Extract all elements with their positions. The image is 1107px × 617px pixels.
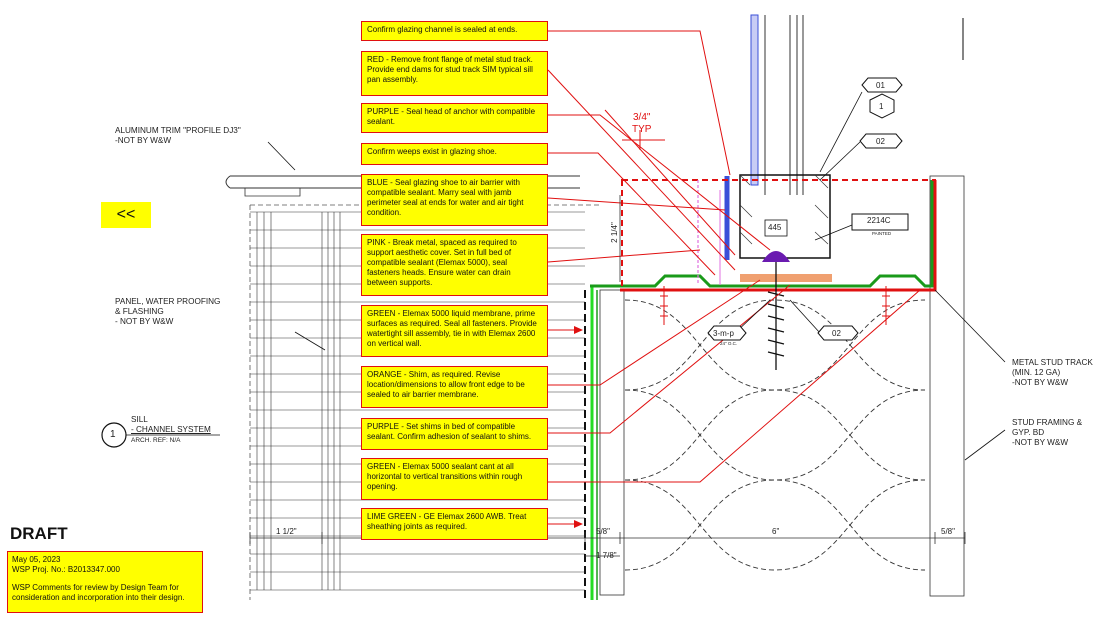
dim-5-8-left: 5/8" bbox=[596, 527, 610, 536]
draft-comment: WSP Comments for review by Design Team f… bbox=[12, 583, 185, 602]
dim-vertical: 2 1/4" bbox=[609, 222, 619, 243]
tag-01: 01 bbox=[876, 81, 885, 90]
note-weeps: Confirm weeps exist in glazing shoe. bbox=[361, 143, 548, 165]
stud-framing-loops bbox=[624, 299, 926, 571]
detail-ref: ARCH. REF: N/A bbox=[131, 437, 181, 444]
tag-anchor-spacing: 24" O.C. bbox=[720, 341, 738, 346]
detail-number: 1 bbox=[110, 429, 116, 440]
note-leaders bbox=[547, 30, 921, 525]
red-dashed-box bbox=[621, 179, 936, 291]
draft-stamp: May 05, 2023 WSP Proj. No.: B2013347.000… bbox=[7, 551, 203, 613]
note-pink-break-metal: PINK - Break metal, spaced as required t… bbox=[361, 234, 548, 296]
detail-title: SILL bbox=[131, 415, 148, 424]
note-green-membrane: GREEN - Elemax 5000 liquid membrane, pri… bbox=[361, 305, 548, 357]
note-purple-anchor: PURPLE - Seal head of anchor with compat… bbox=[361, 103, 548, 133]
dim-1-1-2: 1 1/2" bbox=[276, 527, 297, 536]
tag-02-bottom: 02 bbox=[832, 329, 841, 338]
glazing-shoe bbox=[739, 174, 831, 259]
note-green-sealant-cant: GREEN - Elemax 5000 sealant cant at all … bbox=[361, 458, 548, 500]
label-stud-framing: STUD FRAMING & GYP. BD -NOT BY W&W bbox=[1012, 418, 1083, 447]
tag-shapes bbox=[707, 77, 909, 341]
draft-date: May 05, 2023 bbox=[12, 555, 61, 564]
detail-subtitle: - CHANNEL SYSTEM bbox=[131, 425, 211, 434]
orange-shim bbox=[740, 274, 832, 282]
label-aluminum-trim: ALUMINUM TRIM "PROFILE DJ3" -NOT BY W&W bbox=[115, 126, 241, 145]
purple-anchor-seal bbox=[762, 251, 790, 262]
note-lime-green-awb: LIME GREEN - GE Elemax 2600 AWB. Treat s… bbox=[361, 508, 548, 540]
note-glazing-channel: Confirm glazing channel is sealed at end… bbox=[361, 21, 548, 41]
note-blue-seal: BLUE - Seal glazing shoe to air barrier … bbox=[361, 174, 548, 226]
green-membrane bbox=[590, 180, 934, 288]
draft-project-number: WSP Proj. No.: B2013347.000 bbox=[12, 565, 120, 574]
note-orange-shim: ORANGE - Shim, as required. Revise locat… bbox=[361, 366, 548, 408]
dim-6: 6" bbox=[772, 527, 780, 536]
label-panel: PANEL, WATER PROOFING & FLASHING - NOT B… bbox=[115, 297, 221, 326]
tag-1: 1 bbox=[879, 102, 884, 111]
label-metal-stud-track: METAL STUD TRACK (MIN. 12 GA) -NOT BY W&… bbox=[1012, 358, 1093, 387]
label-leaders bbox=[267, 91, 1006, 461]
tag-anchor: 3-m-p bbox=[713, 329, 734, 338]
anchor-screw bbox=[767, 262, 785, 370]
tag-02-top: 02 bbox=[876, 137, 885, 146]
glazing-blue bbox=[750, 14, 759, 186]
dim-typ-value: 3/4" bbox=[633, 112, 651, 123]
draft-title: DRAFT bbox=[10, 524, 68, 543]
back-button[interactable]: << bbox=[101, 202, 151, 228]
note-red-stud-track: RED - Remove front flange of metal stud … bbox=[361, 51, 548, 96]
note-purple-shims: PURPLE - Set shims in bed of compatible … bbox=[361, 418, 548, 450]
dim-5-8-right: 5/8" bbox=[941, 527, 955, 536]
dim-typ-label: TYP bbox=[632, 124, 652, 135]
dim-1-7-8: 1 7/8" bbox=[596, 551, 617, 560]
tag-445: 445 bbox=[768, 223, 782, 232]
tag-2214c: 2214C bbox=[867, 216, 891, 225]
tag-painted: PAINTED bbox=[872, 231, 892, 236]
